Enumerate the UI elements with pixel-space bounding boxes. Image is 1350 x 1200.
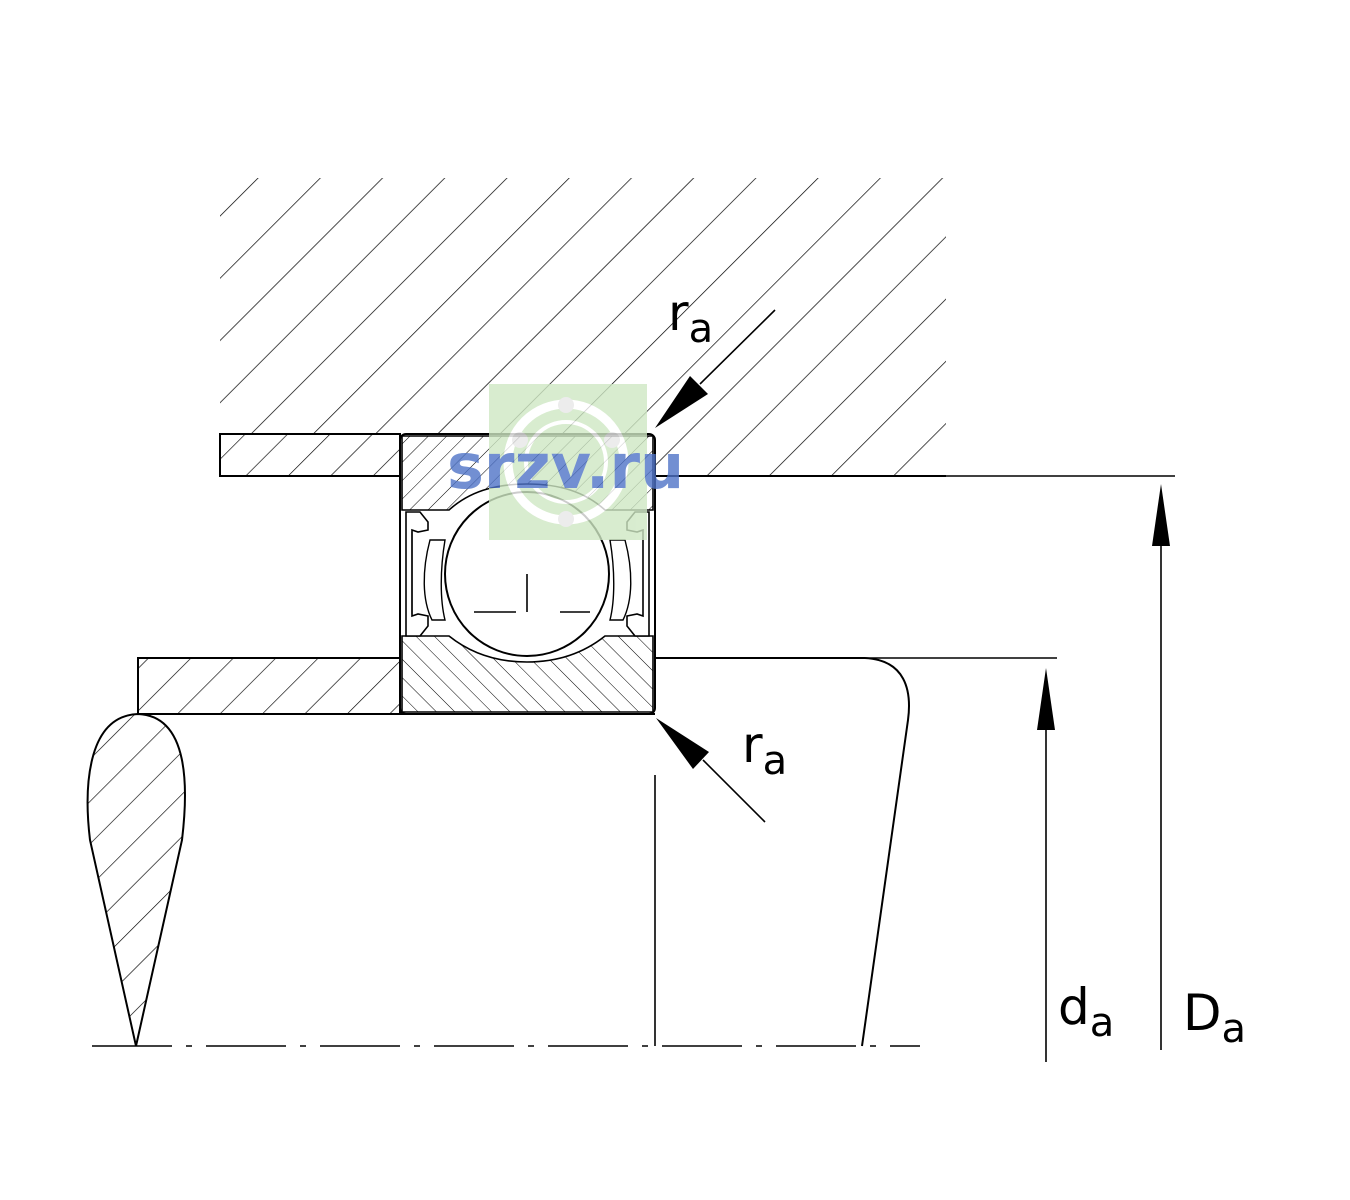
cage: [423, 539, 446, 621]
radius-leader-top: [655, 309, 776, 428]
arrow-icon: [655, 376, 708, 428]
shaft-break-section: [86, 712, 186, 1047]
label-ra-top: ra: [668, 284, 713, 352]
arrow-up-icon: [1037, 668, 1055, 730]
outer-spacer: [219, 433, 401, 477]
dimension-da: [1037, 668, 1055, 1062]
label-da: da: [1058, 978, 1114, 1046]
label-Da: Da: [1183, 984, 1246, 1052]
label-ra-bottom: ra: [742, 716, 787, 784]
inner-ring: [401, 635, 654, 713]
extension-lines: [865, 475, 1175, 659]
arrow-up-icon: [1152, 484, 1170, 546]
watermark-text: srzv.ru: [447, 430, 684, 503]
radius-leader-bottom: [656, 718, 766, 823]
shaft: [86, 657, 910, 1047]
watermark: srzv.ru: [447, 384, 684, 540]
arrow-icon: [656, 718, 709, 769]
dimension-Da: [1152, 484, 1170, 1050]
inner-spacer: [137, 657, 401, 715]
